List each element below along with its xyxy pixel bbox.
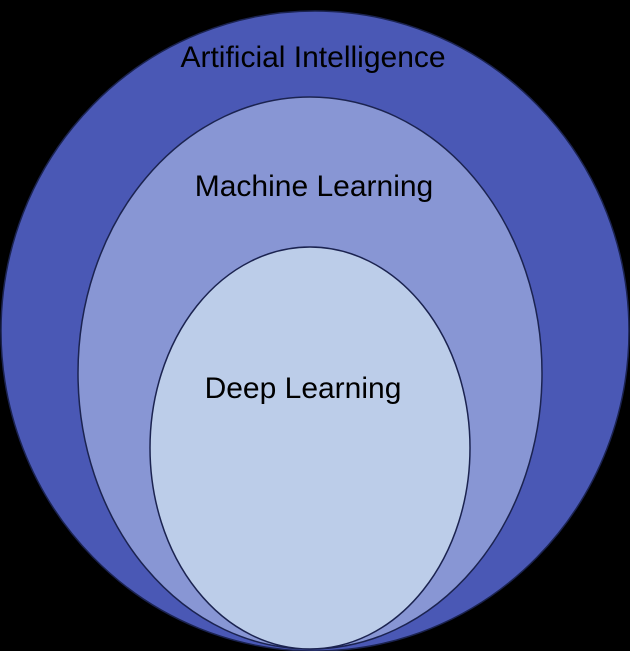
deep-learning-ellipse — [149, 246, 471, 650]
deep-learning-label: Deep Learning — [205, 372, 402, 405]
machine-learning-label: Machine Learning — [195, 170, 434, 203]
artificial-intelligence-label: Artificial Intelligence — [180, 41, 445, 74]
